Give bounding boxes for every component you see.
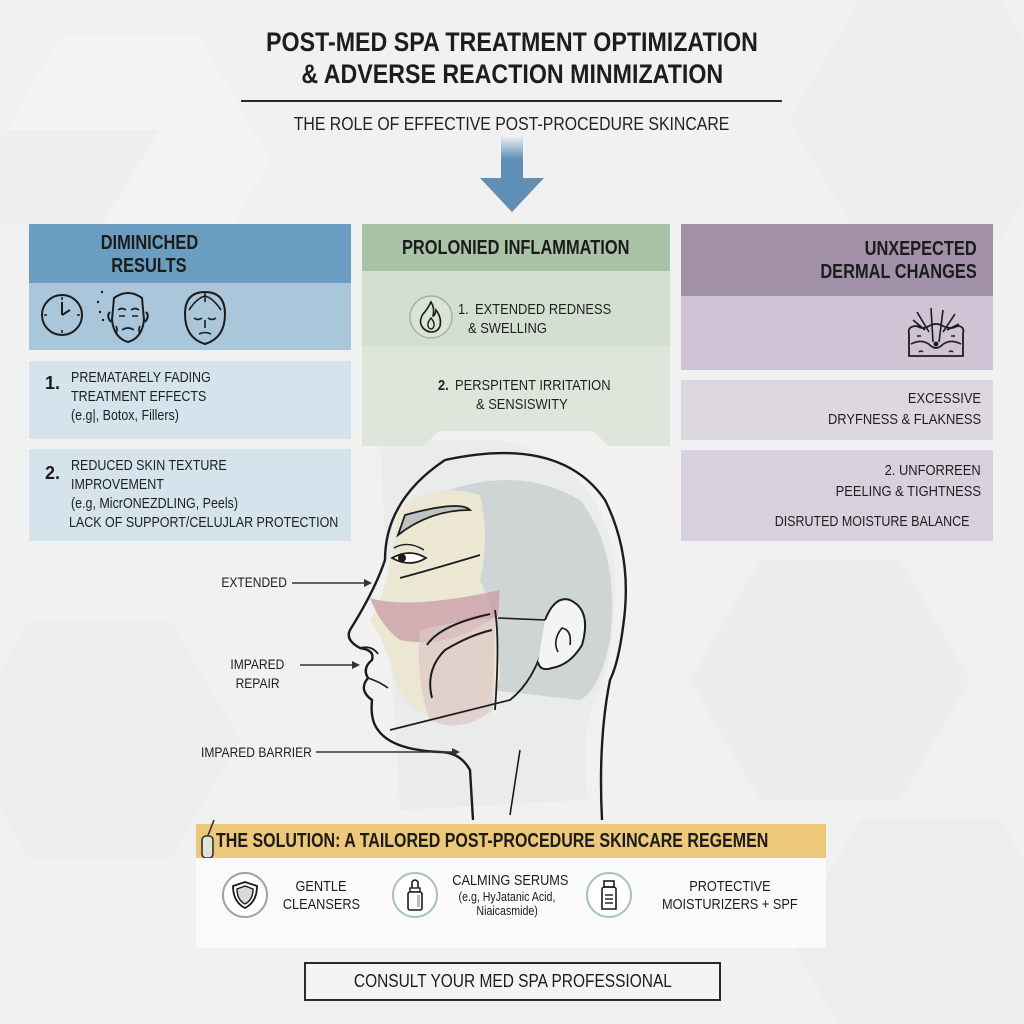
panel-header	[362, 224, 670, 271]
down-arrow-icon	[480, 136, 544, 212]
arrow-extended-icon	[292, 579, 372, 587]
jar-bottle-icon	[586, 872, 632, 918]
diminished-item-1: 1. PREMATARELY FADING TREATMENT EFFECTS …	[29, 361, 351, 439]
consult-professional-button[interactable]: CONSULT YOUR MED SPA PROFESSIONAL	[304, 962, 721, 1001]
panel-header	[681, 224, 993, 296]
clock-icon	[41, 294, 83, 336]
shield-icon	[222, 872, 268, 918]
label-extended: EXTENDED	[221, 574, 287, 590]
dermal-item-1: EXCESSIVE DRYFNESS & FLAKNESS	[681, 380, 993, 440]
sad-face-icon	[183, 290, 227, 346]
page-title: POST-MED SPA TREATMENT OPTIMIZATION & AD…	[266, 27, 758, 89]
solution-items: GENTLE CLEANSERS CALMING SERUMS (e.g, Hy…	[196, 858, 826, 948]
solution-title: THE SOLUTION: A TAILORED POST-PROCEDURE …	[216, 830, 769, 852]
dermal-item-2: 2. UNFORREEN PEELING & TIGHTNESS DISRUTE…	[681, 450, 993, 541]
skin-layers-icon	[907, 307, 965, 357]
head-profile-illustration	[347, 440, 628, 820]
panel-header	[29, 224, 351, 283]
label-impared-repair: IMPARED REPAIR	[230, 656, 285, 691]
dermal-changes-panel: UNXEPECTED DERMAL CHANGES	[681, 224, 993, 370]
flame-icon	[409, 295, 453, 339]
label-impared-barrier: IMPARED BARRIER	[201, 744, 312, 760]
inflammation-item-2: 2. PERSPITENT IRRITATION & SENSISWITY	[362, 346, 670, 446]
page-subtitle: THE ROLE OF EFFECTIVE POST-PROCEDURE SKI…	[294, 114, 730, 134]
arrow-repair-icon	[300, 661, 360, 669]
panel-title: PROLONIED INFLAMMATION	[402, 237, 630, 259]
panel-title: DIMINICHED RESULTS	[100, 232, 198, 277]
prolonged-inflammation-panel: PROLONIED INFLAMMATION 1. EXTENDED REDNE…	[362, 224, 670, 346]
title-divider	[241, 100, 782, 102]
diminished-results-panel: DIMINICHED RESULTS	[29, 224, 351, 350]
diminished-item-2: 2. REDUCED SKIN TEXTURE IMPROVEMENT (e.g…	[29, 449, 351, 541]
panel-title: UNXEPECTED DERMAL CHANGES	[820, 238, 977, 283]
aging-face-icon	[96, 290, 149, 344]
arrow-barrier-icon	[316, 748, 460, 756]
dropper-bottle-icon	[392, 872, 438, 918]
dropper-vial-icon	[201, 819, 215, 859]
solution-banner: THE SOLUTION: A TAILORED POST-PROCEDURE …	[196, 819, 826, 859]
